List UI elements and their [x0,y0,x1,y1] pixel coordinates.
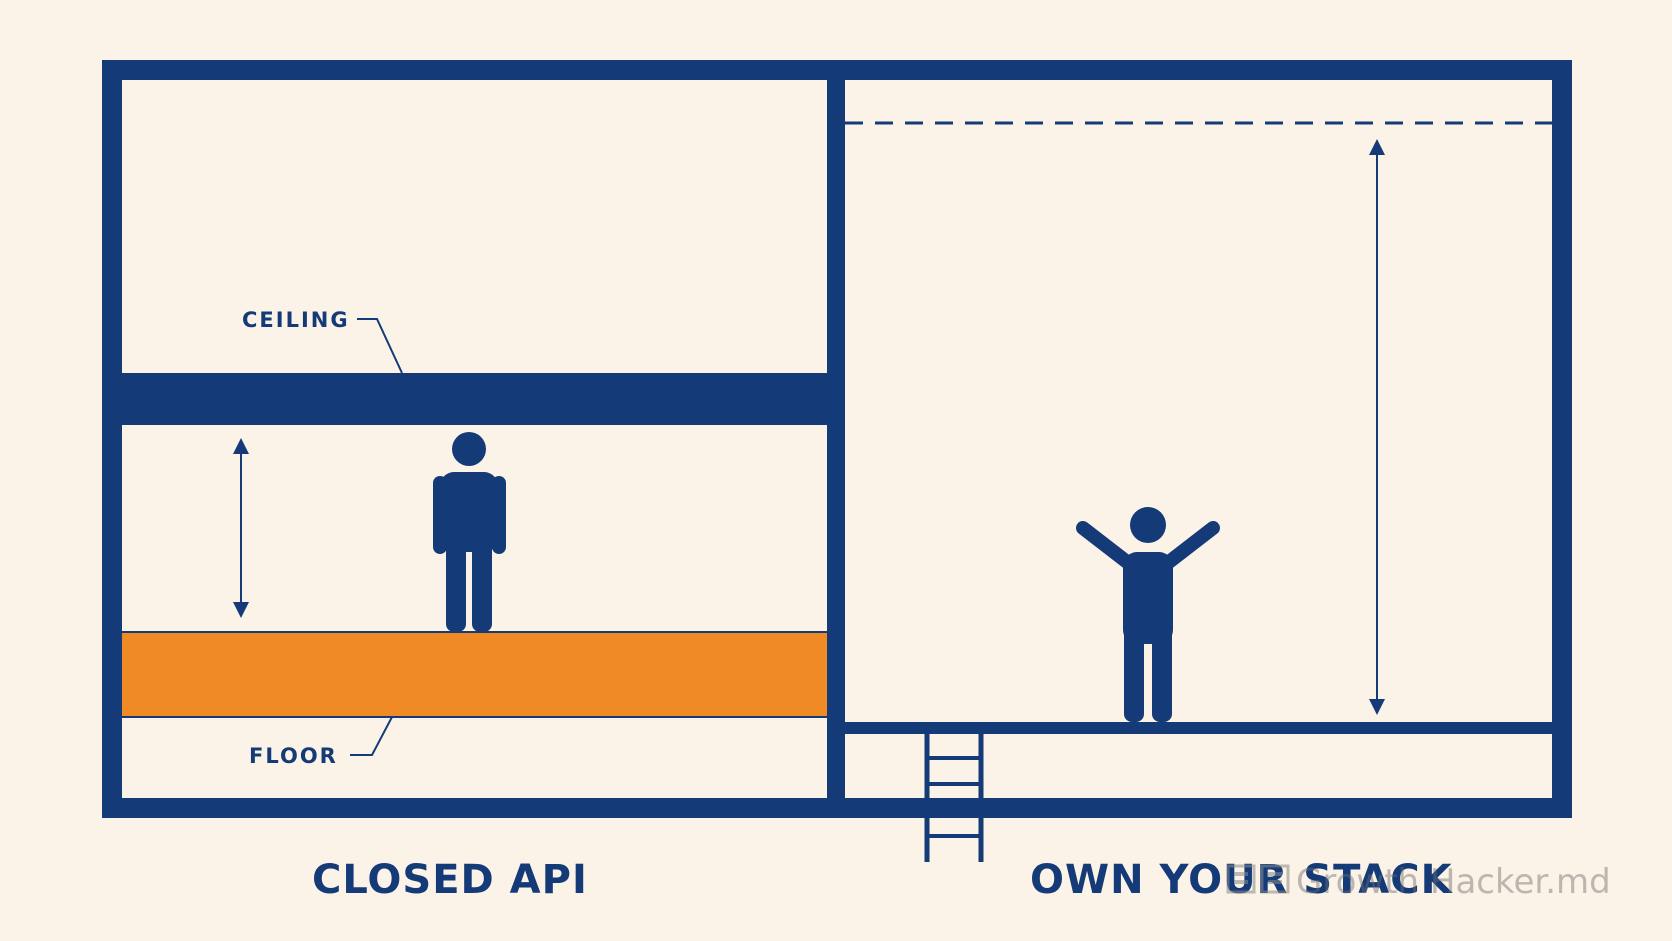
closed-api-caption: CLOSED API [312,857,588,903]
panel-divider [827,70,845,808]
person-standing-icon [433,432,506,632]
floor-leader-line [350,716,393,756]
floor-label: FLOOR [249,744,338,768]
ceiling-label: CEILING [242,308,350,332]
closed-api-panel: CEILING FLOOR [122,308,827,768]
limited-height-arrow [233,438,249,618]
unlimited-height-arrow [1369,139,1385,715]
person-arms-raised-icon [1076,507,1220,722]
watermark: Growth Hacker.md [1226,862,1611,902]
growth-hacker-logo-icon [1226,864,1290,894]
floor-bar [122,632,827,717]
right-floor-bar [845,722,1552,734]
own-your-stack-panel [845,121,1552,862]
watermark-text: Growth Hacker.md [1296,862,1611,902]
ladder-icon [924,734,984,862]
ceiling-bar [122,373,827,425]
ceiling-leader-line [357,318,403,374]
